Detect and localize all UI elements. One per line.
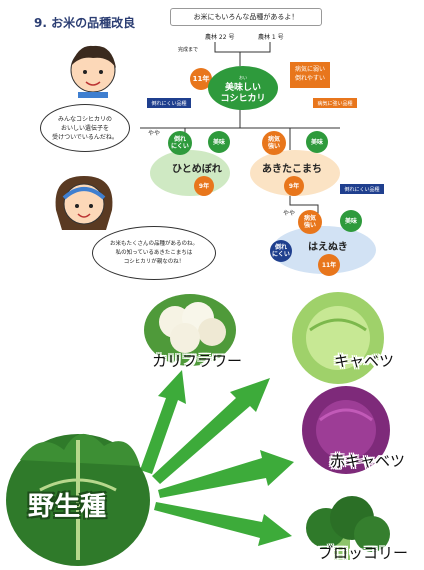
koshihikari-ruby: おい bbox=[239, 74, 247, 80]
label-cabbage: キャベツ bbox=[334, 352, 395, 370]
hitomebore-name: ひとめぼれ bbox=[172, 164, 222, 175]
girl-illustration bbox=[55, 176, 113, 230]
haenuki-years-badge: 11年 bbox=[318, 254, 340, 276]
boy-illustration bbox=[70, 45, 116, 98]
wild-species-image bbox=[6, 433, 150, 566]
page-title: 9. お米の品種改良 bbox=[34, 16, 136, 30]
akitakomachi-name: あきたこまち bbox=[262, 164, 322, 175]
label-red-cabbage: 赤キャベツ bbox=[330, 452, 406, 470]
arrow-to-broccoli bbox=[154, 502, 292, 546]
boy-speech: みんなコシヒカリの おいしい遺伝子を 受けついでいるんだね。 bbox=[40, 104, 130, 152]
akitakomachi-trait-taste: 美味 bbox=[306, 131, 328, 153]
parent-norin1: 農林 1 号 bbox=[258, 34, 284, 41]
yaya-label: やや bbox=[148, 130, 161, 137]
resist-fall-label-2: 倒れにくい品種 bbox=[340, 184, 384, 194]
haenuki-trait-fall: 倒れ にくい bbox=[270, 240, 292, 262]
vegetable-illustrations bbox=[6, 292, 390, 566]
header-note: お米にもいろんな品種があるよ！ bbox=[170, 8, 322, 26]
akitakomachi-years-badge: 9年 bbox=[284, 176, 304, 196]
cauliflower-image bbox=[144, 294, 236, 366]
arrow-to-cabbage bbox=[152, 378, 270, 484]
resist-fall-label: 倒れにくい品種 bbox=[147, 98, 191, 108]
resist-disease-label: 病気に強い品種 bbox=[313, 98, 357, 108]
parent-norin22: 農林 22 号 bbox=[205, 34, 235, 41]
arrow-to-red-cabbage bbox=[158, 450, 294, 498]
akitakomachi-trait-disease: 病気 強い bbox=[262, 131, 286, 155]
koshihikari-name: 美味しい コシヒカリ bbox=[220, 82, 266, 104]
label-cauliflower: カリフラワー bbox=[152, 352, 243, 370]
koshihikari-node: おい 美味しい コシヒカリ bbox=[208, 66, 278, 110]
haenuki-name: はえぬき bbox=[308, 242, 348, 253]
haenuki-trait-taste: 美味 bbox=[340, 210, 362, 232]
hitomebore-node bbox=[150, 150, 230, 196]
cabbage-image bbox=[292, 292, 384, 384]
girl-speech: お米もたくさんの品種があるのね。 私の知っているあきたこまちは コシヒカリが親な… bbox=[92, 226, 216, 280]
label-wild-species: 野生種 bbox=[28, 492, 107, 522]
yaya-label-2: やや bbox=[283, 210, 296, 217]
haenuki-trait-disease: 病気 強い bbox=[298, 210, 322, 234]
label-broccoli: ブロッコリー bbox=[318, 544, 409, 562]
years-label: 完成まで bbox=[178, 47, 199, 53]
arrow-to-cauliflower bbox=[140, 370, 186, 474]
hitomebore-trait-taste: 美味 bbox=[208, 131, 230, 153]
koshihikari-weak-tag: 病気に弱い 倒れやすい bbox=[290, 62, 330, 88]
hitomebore-years-badge: 9年 bbox=[194, 176, 214, 196]
red-cabbage-image bbox=[302, 386, 390, 474]
broccoli-image bbox=[306, 496, 390, 560]
koshihikari-years-badge: 11年 bbox=[190, 68, 212, 90]
hitomebore-trait-fall: 倒れ にくい bbox=[168, 131, 192, 155]
